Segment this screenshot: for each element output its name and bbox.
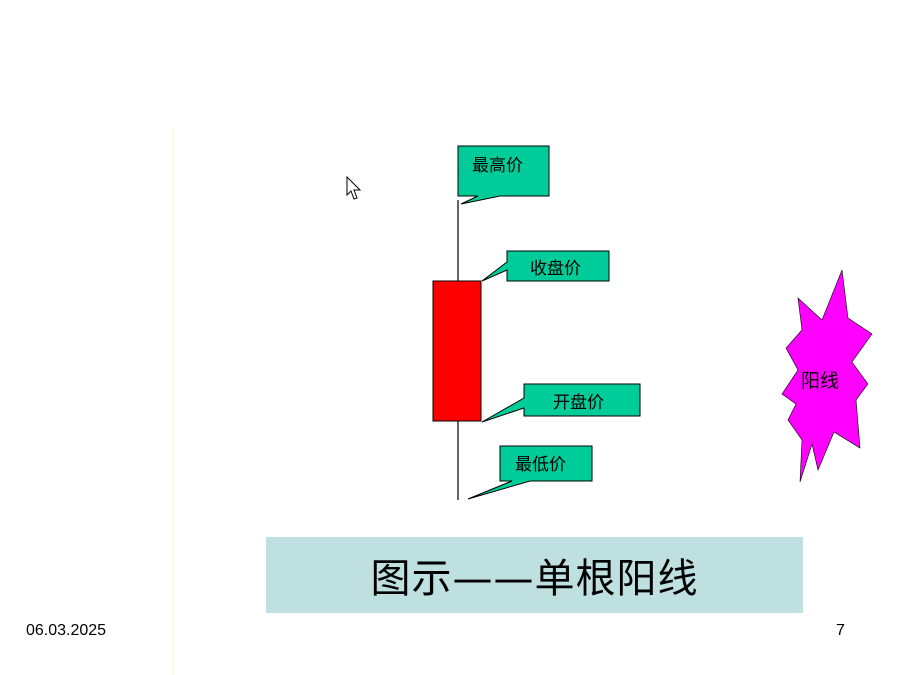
slide-left-divider (172, 128, 174, 675)
footer-date: 06.03.2025 (26, 622, 107, 639)
candle-body (432, 280, 482, 422)
callout-open-label: 开盘价 (553, 393, 604, 413)
burst-shape (781, 269, 873, 483)
burst-label: 阳线 (801, 370, 839, 392)
callout-low-label: 最低价 (515, 455, 566, 475)
callout-close-price: 收盘价 (481, 250, 610, 282)
slide-title: 图示——单根阳线 (370, 556, 699, 602)
callout-close-label: 收盘价 (530, 259, 581, 279)
arrow-cursor-icon (346, 175, 362, 200)
callout-open-price: 开盘价 (481, 383, 641, 423)
footer-page-number: 7 (836, 622, 845, 639)
callout-high-label: 最高价 (472, 156, 523, 176)
title-box: 图示——单根阳线 (266, 537, 803, 613)
burst-yang-line: 阳线 (781, 269, 873, 483)
callout-high-price: 最高价 (457, 145, 550, 205)
callout-low-price: 最低价 (467, 445, 593, 500)
